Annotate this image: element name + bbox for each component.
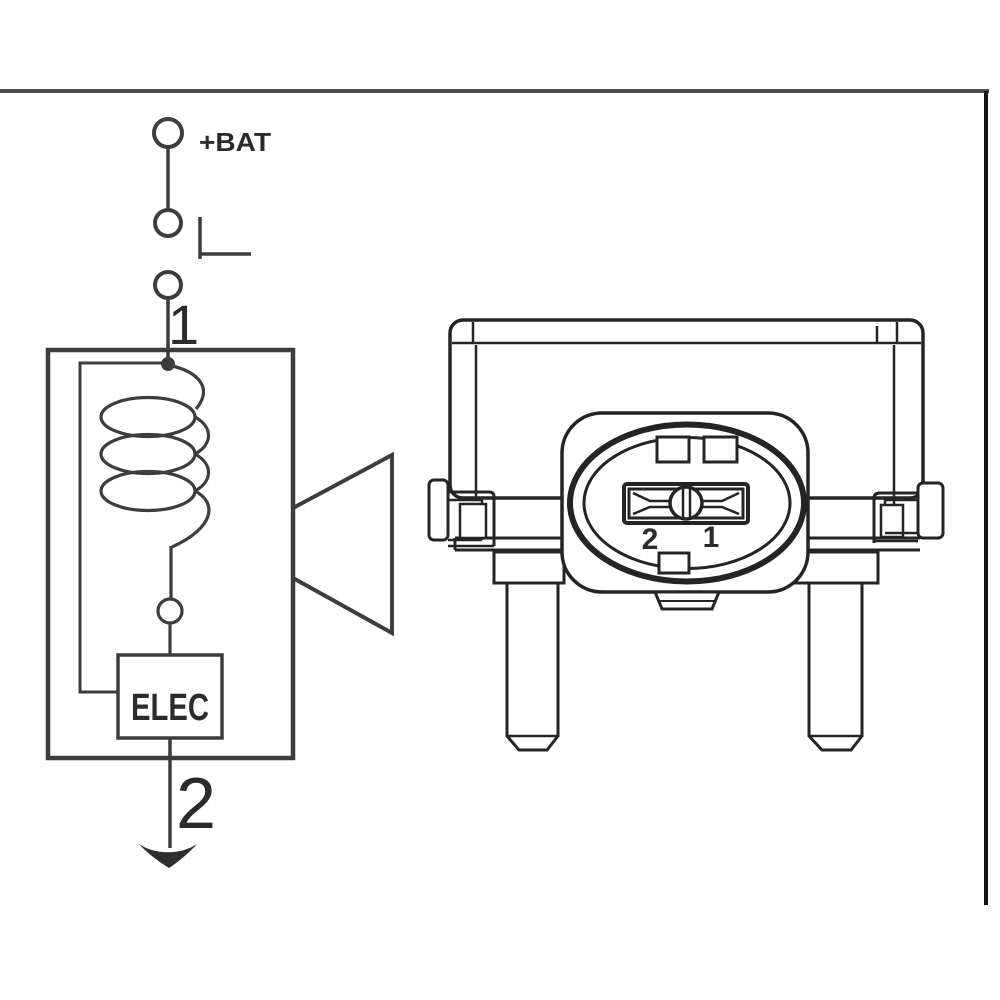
wiring-schematic: +BAT 1 ELEC 2 bbox=[45, 117, 394, 868]
coil-loop-2 bbox=[99, 432, 197, 476]
mounting-leg-right bbox=[792, 550, 880, 752]
coil-junction-dot bbox=[161, 357, 175, 371]
key-tab-top-right bbox=[702, 435, 739, 464]
clip-right-hook bbox=[872, 491, 918, 543]
leg-left-shoulder bbox=[492, 550, 566, 585]
coil-turn-arcs bbox=[167, 363, 211, 549]
clip-right-base-lines bbox=[874, 531, 918, 543]
ground-symbol bbox=[139, 844, 197, 868]
clip-left-slot bbox=[458, 502, 488, 540]
leg-left-pin bbox=[505, 581, 560, 752]
horn-coil bbox=[99, 357, 211, 549]
clip-right-outer bbox=[916, 481, 945, 540]
contact-point-circle bbox=[156, 597, 184, 625]
clip-left-outer bbox=[427, 478, 450, 542]
clip-left-hook bbox=[448, 490, 496, 546]
coil-loop-1 bbox=[99, 395, 197, 439]
page-frame bbox=[0, 89, 989, 905]
terminal-1-label: 1 bbox=[168, 293, 199, 356]
key-tab-top-left bbox=[655, 435, 691, 464]
mounting-clip-right bbox=[872, 481, 945, 543]
pin-1-label: 1 bbox=[703, 521, 720, 554]
battery-terminal-circle bbox=[152, 117, 184, 149]
bypass-loop-wire bbox=[78, 361, 168, 694]
horn-body-top-band bbox=[452, 322, 921, 345]
base-flange-lines bbox=[453, 536, 920, 552]
center-post-slot bbox=[681, 488, 692, 519]
elec-label: ELEC bbox=[131, 687, 209, 729]
horn-connector-drawing: 2 1 bbox=[427, 318, 945, 752]
switch-contact-circle-top bbox=[153, 208, 183, 238]
clip-left-base-lines bbox=[448, 538, 494, 548]
key-tab-bottom bbox=[657, 551, 691, 575]
switch-lever bbox=[198, 217, 251, 259]
mounting-clip-left bbox=[427, 478, 496, 548]
bat-label: +BAT bbox=[199, 127, 271, 157]
center-post-circle bbox=[668, 485, 704, 521]
coil-loop-3 bbox=[99, 469, 197, 513]
pin-housing bbox=[622, 482, 750, 525]
horn-speaker-symbol bbox=[292, 451, 394, 637]
terminal-2-label: 2 bbox=[176, 764, 216, 844]
pin-2-label: 2 bbox=[642, 523, 659, 556]
mounting-leg-left bbox=[492, 550, 566, 752]
clip-right-slot bbox=[879, 503, 905, 539]
leg-right-pin bbox=[807, 581, 864, 752]
